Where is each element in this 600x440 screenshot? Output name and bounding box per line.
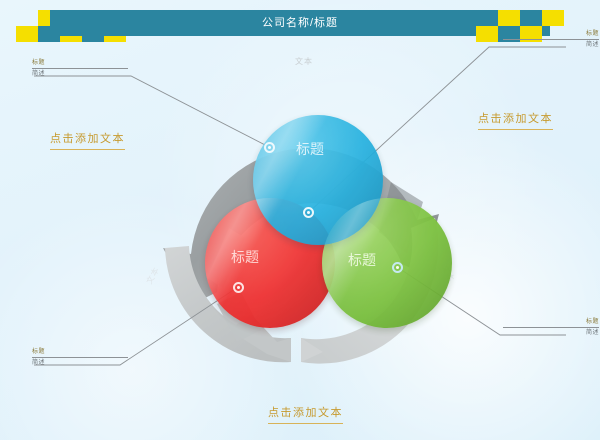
header-square (520, 26, 542, 42)
callout-rule (503, 327, 599, 328)
header-square (498, 10, 520, 26)
connector-dot-intersection (303, 207, 314, 218)
callout-rule (32, 357, 128, 358)
callout-title: 标题 (585, 319, 599, 325)
callout-title: 标题 (585, 31, 599, 37)
callout-desc: 简述 (32, 360, 46, 366)
callout-desc: 简述 (32, 71, 46, 77)
venn-label-green: 标题 (348, 252, 376, 268)
callout-top-left[interactable]: 标题 简述 (32, 59, 128, 78)
callout-title: 标题 (32, 349, 46, 355)
header-band: 公司名称/标题 (50, 10, 550, 36)
placeholder-text-right[interactable]: 点击添加文本 (478, 110, 553, 130)
callout-bottom-left[interactable]: 标题 简述 (32, 348, 128, 367)
connector-dot-red (233, 282, 244, 293)
header-square (520, 10, 542, 26)
header-square (498, 26, 520, 42)
connector-dot-blue (264, 142, 275, 153)
placeholder-text-left[interactable]: 点击添加文本 (50, 130, 125, 150)
header-square (542, 10, 564, 26)
arc-label-top: 文本 (295, 57, 313, 66)
callout-desc: 简述 (585, 330, 599, 336)
header-square (476, 26, 498, 42)
callout-title: 标题 (32, 60, 46, 66)
callout-bottom-right[interactable]: 标题 简述 (503, 318, 599, 337)
placeholder-text-bottom[interactable]: 点击添加文本 (268, 404, 343, 424)
callout-rule (32, 68, 128, 69)
venn-circle-blue[interactable] (253, 115, 383, 245)
callout-rule (503, 39, 599, 40)
header-square (16, 26, 38, 42)
callout-desc: 简述 (585, 42, 599, 48)
page-title: 公司名称/标题 (261, 17, 339, 29)
connector-dot-green (392, 262, 403, 273)
venn-label-red: 标题 (231, 249, 259, 265)
callout-top-right[interactable]: 标题 简述 (503, 30, 599, 49)
venn-label-blue: 标题 (296, 141, 324, 157)
